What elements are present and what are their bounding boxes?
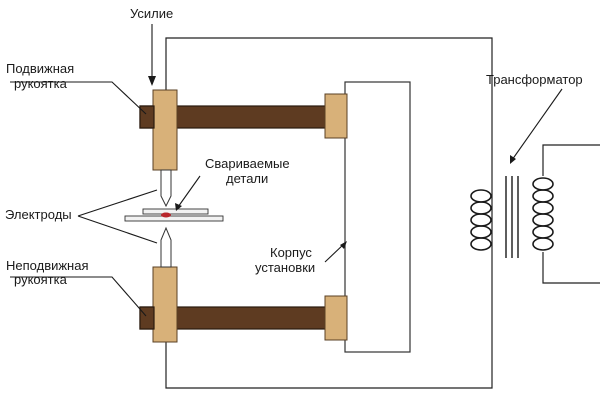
welded-parts-leader: [177, 175, 201, 208]
lower-electrode: [160, 226, 172, 268]
label-fixed-handle-2: рукоятка: [14, 272, 68, 287]
fixed-arm-front: [139, 306, 155, 330]
label-welded-parts-2: детали: [226, 171, 268, 186]
welded-parts-arrow-icon: [175, 203, 182, 211]
primary-coil: [470, 189, 492, 251]
weld-spot: [161, 212, 171, 218]
body-arrow-icon: [340, 241, 347, 249]
upper-holder-block: [152, 89, 178, 171]
label-fixed-handle-1: Неподвижная: [6, 258, 89, 273]
secondary-wire: [542, 252, 600, 284]
transformer-leader: [511, 88, 563, 161]
upper-plate: [142, 208, 209, 215]
label-body-2: установки: [255, 260, 315, 275]
label-welded-parts-1: Свариваемые: [205, 156, 290, 171]
movable-arm-front: [139, 105, 155, 129]
electrode-leader-upper: [77, 189, 158, 217]
label-movable-handle-2: рукоятка: [14, 76, 68, 91]
force-arrow-icon: [148, 76, 156, 86]
transformer: [470, 144, 600, 284]
label-body-1: Корпус: [270, 245, 312, 260]
top-wire: [165, 37, 493, 250]
secondary-coil: [532, 177, 554, 251]
lower-holder-block: [152, 266, 178, 343]
upper-mount-block: [324, 93, 348, 139]
electrode-leader-lower: [77, 215, 158, 244]
lower-mount-block: [324, 295, 348, 341]
transformer-arrow-icon: [510, 155, 516, 164]
bottom-wire: [165, 250, 493, 389]
fixed-handle-leader: [10, 276, 147, 317]
label-transformer: Трансформатор: [486, 72, 583, 87]
label-force: Усилие: [130, 6, 173, 21]
movable-handle-leader: [10, 81, 147, 115]
machine-body: [344, 81, 411, 353]
upper-electrode: [160, 169, 172, 208]
label-electrodes: Электроды: [5, 207, 72, 222]
lower-plate: [124, 215, 224, 222]
secondary-wire: [542, 144, 600, 176]
label-movable-handle-1: Подвижная: [6, 61, 74, 76]
